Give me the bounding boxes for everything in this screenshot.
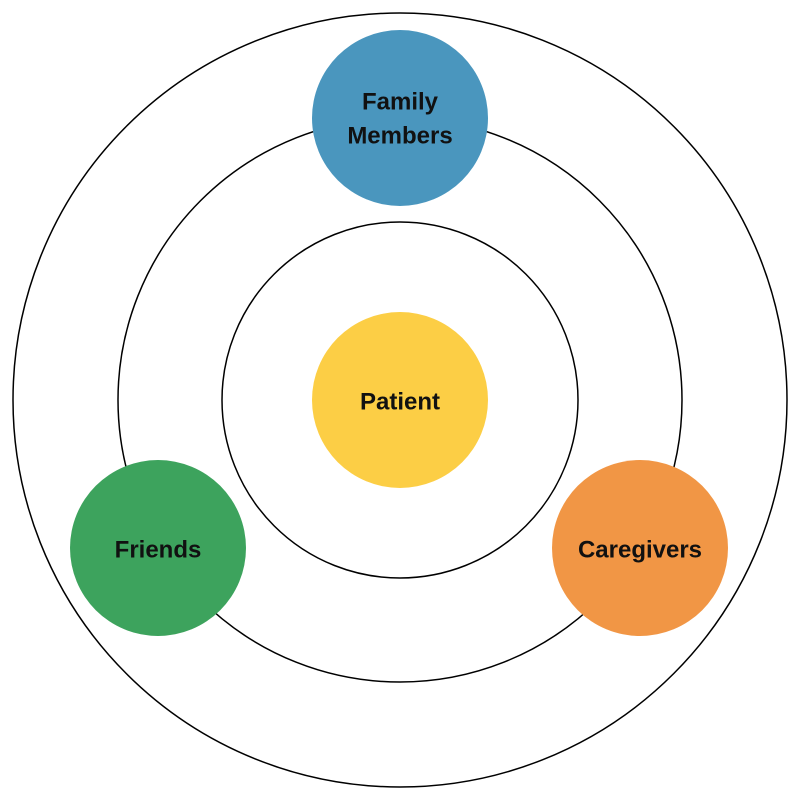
family-members-circle [312, 30, 488, 206]
friends-label: Friends [115, 536, 202, 563]
node-family-members: Family Members [312, 30, 488, 206]
inner-ring [221, 221, 579, 579]
patient-label: Patient [360, 388, 440, 415]
outer-ring [12, 12, 788, 788]
node-friends: Friends [70, 460, 246, 636]
caregivers-label: Caregivers [578, 536, 702, 563]
friends-circle [70, 460, 246, 636]
patient-circle [312, 312, 488, 488]
node-caregivers: Caregivers [552, 460, 728, 636]
caregivers-circle [552, 460, 728, 636]
family-members-label-line2: Members [347, 122, 452, 149]
node-patient: Patient [312, 312, 488, 488]
family-members-label-line1: Family [362, 88, 439, 115]
